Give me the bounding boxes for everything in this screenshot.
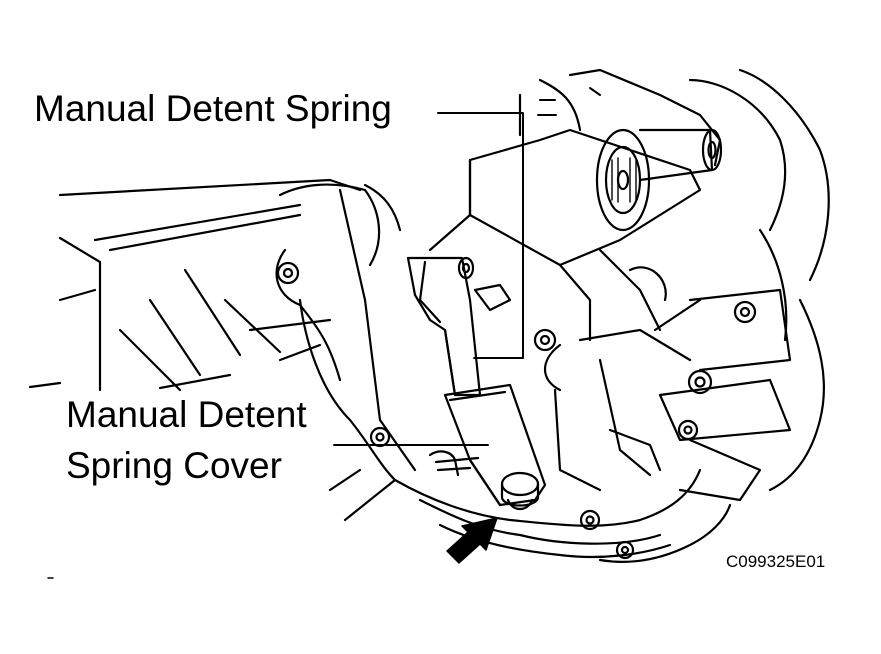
bolt: [500, 471, 540, 511]
lower-left-details: [328, 468, 397, 522]
left-housing: [28, 178, 362, 392]
arrow-icon: [446, 517, 498, 564]
manual-detent-spring-label: Manual Detent Spring: [34, 88, 392, 129]
manual-detent-spring-cover-label-line1: Manual Detent: [66, 394, 307, 435]
figure-code: C099325E01: [726, 552, 826, 571]
spring-cover: [428, 383, 547, 507]
manual-detent-spring-cover-label-line2: Spring Cover: [66, 445, 282, 486]
spring-leader-line: [437, 112, 524, 359]
manual-detent-spring: [406, 256, 512, 397]
upper-right-housing: [428, 68, 830, 502]
leader-lines: [333, 112, 524, 446]
